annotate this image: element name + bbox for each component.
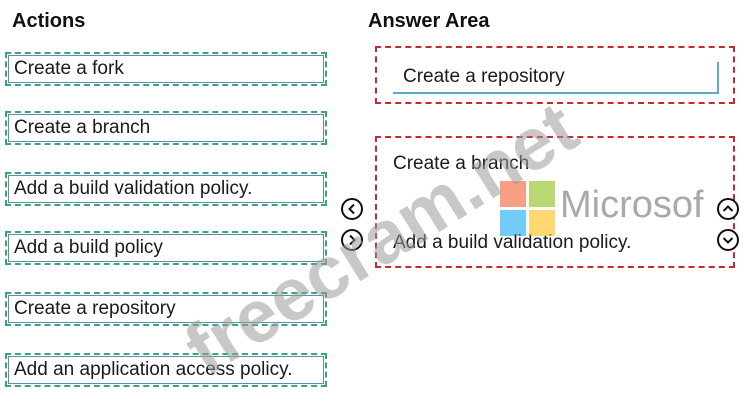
answer-slot-2[interactable]: Create a branch Add a build validation p… (375, 136, 735, 268)
answer-item-create-branch[interactable]: Create a branch (393, 153, 530, 174)
answer-slot-1[interactable]: Create a repository (375, 46, 735, 104)
actions-heading: Actions (12, 10, 86, 32)
ms-logo-red-square (500, 181, 526, 207)
chevron-up-icon (722, 205, 734, 212)
action-item-add-build-policy[interactable]: Add a build policy (5, 231, 327, 265)
ms-logo-blue-square (500, 210, 526, 236)
chevron-down-icon (722, 237, 734, 244)
move-down-button[interactable] (717, 229, 739, 251)
microsoft-watermark-text: Microsof (560, 184, 704, 226)
action-item-add-build-validation-policy[interactable]: Add a build validation policy. (5, 172, 327, 206)
move-up-button[interactable] (717, 198, 739, 220)
move-right-button[interactable] (341, 229, 363, 251)
chevron-left-icon (348, 203, 355, 215)
ms-logo-yellow-square (529, 210, 555, 236)
answer-item-create-repository[interactable]: Create a repository (393, 62, 719, 94)
microsoft-logo-icon (500, 181, 556, 237)
answer-item-add-build-validation-policy[interactable]: Add a build validation policy. (393, 232, 632, 253)
action-item-create-repository[interactable]: Create a repository (5, 292, 327, 326)
chevron-right-icon (349, 234, 356, 246)
answer-area-heading: Answer Area (368, 10, 490, 32)
ms-logo-green-square (529, 181, 555, 207)
action-item-add-application-access-policy[interactable]: Add an application access policy. (5, 353, 327, 387)
action-item-create-branch[interactable]: Create a branch (5, 111, 327, 145)
action-item-create-fork[interactable]: Create a fork (5, 52, 327, 86)
move-left-button[interactable] (341, 198, 363, 220)
